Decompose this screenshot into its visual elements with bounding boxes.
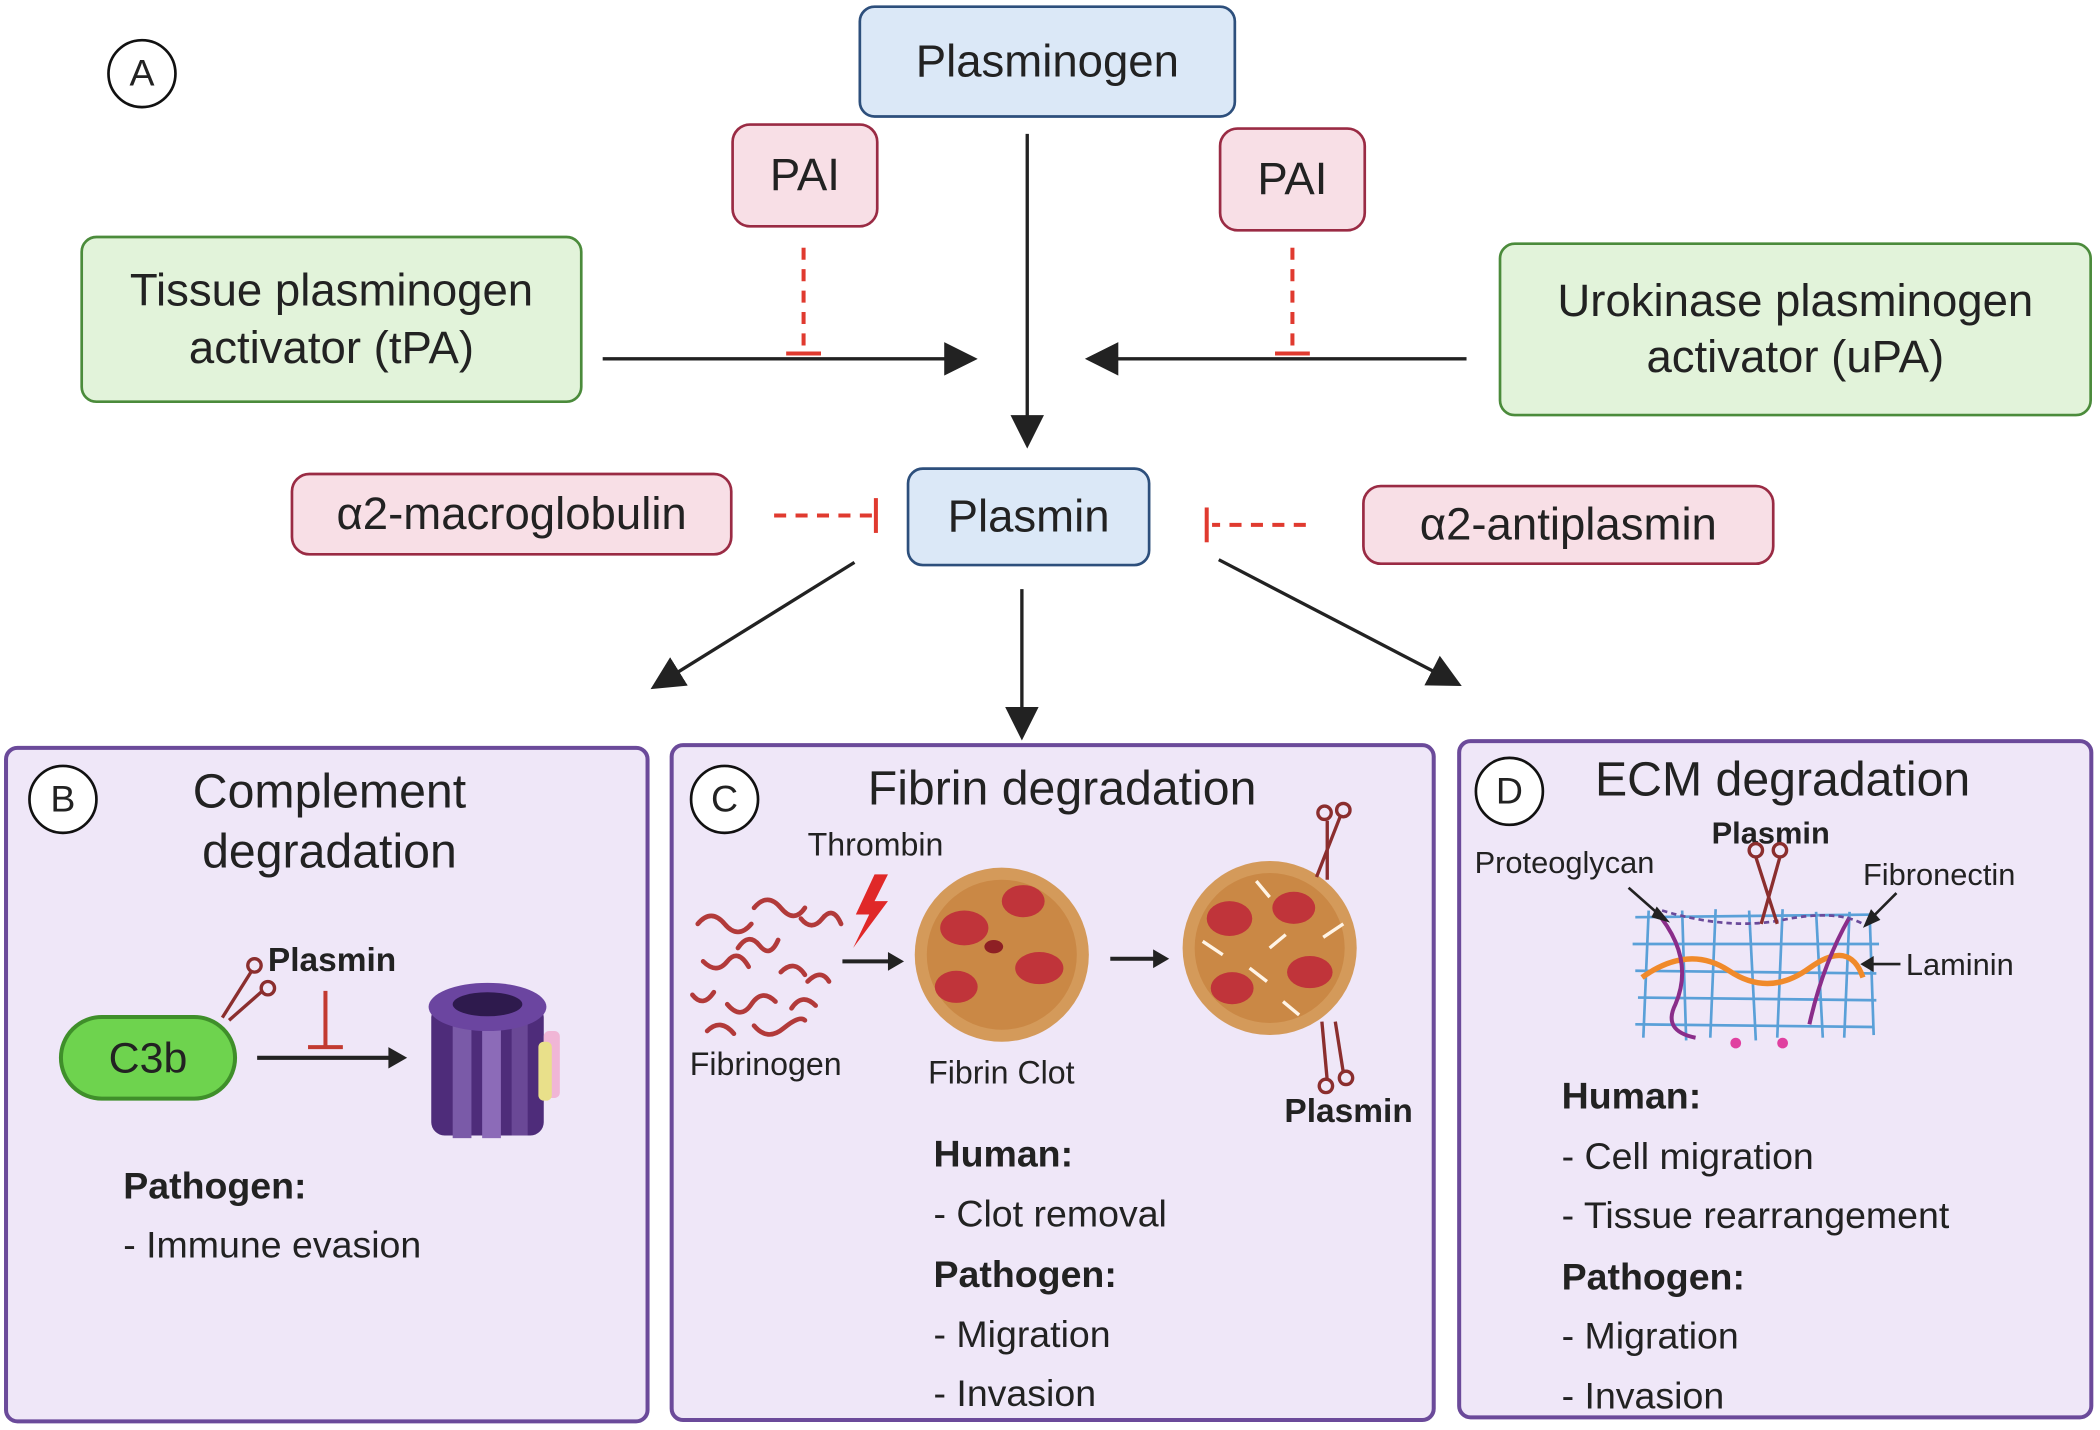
panel-d-title: ECM degradation [1594,751,1971,807]
panel-d-label: D [1474,756,1545,827]
panel-c-pathogen-item: - Migration [933,1313,1111,1356]
panel-b-pathogen-item: - Immune evasion [123,1223,422,1266]
thrombin-label: Thrombin [807,827,944,864]
degraded-clot-icon [1182,860,1357,1036]
panel-d-pathogen-item: - Migration [1561,1314,1739,1357]
lightning-icon [853,874,888,949]
scissors-icon [220,957,277,1022]
panel-b-label: B [28,764,98,835]
panel-d-graphics [1627,841,1901,1049]
panel-b-title-line-1: Complement [192,763,467,819]
panel-b-pathogen-heading: Pathogen: [123,1164,307,1207]
panel-a-label: A [107,38,177,109]
panel-c-label: C [689,764,760,835]
c3b-node: C3b [58,1014,238,1101]
panel-d-plasmin-label: Plasmin [1711,815,1830,851]
panel-b-title-line-2: degradation [202,823,457,879]
panel-b-plasmin-label: Plasmin [267,941,397,979]
panel-c-graphics [690,801,1357,1095]
panel-d-human-item: - Tissue rearrangement [1561,1194,1950,1236]
panel-c-human-heading: Human: [933,1132,1074,1175]
panel-b: B Complement degradation Plasmin C3b [4,745,650,1424]
pai-left-box: PAI [731,123,879,228]
panel-b-graphics [220,957,560,1139]
tpa-box: Tissue plasminogen activator (tPA) [80,235,583,404]
panel-d-pathogen-item: - Invasion [1561,1375,1725,1417]
arrow-to-complement [650,560,856,690]
panel-c: C Fibrin degradation Thrombin [669,743,1436,1423]
pai-right-box: PAI [1218,127,1367,232]
plasminogen-box: Plasminogen [858,5,1237,118]
upa-box: Urokinase plasminogen activator (uPA) [1498,242,2092,417]
tpa-line-1: Tissue plasminogen [129,265,534,317]
scissors-icon [1317,1021,1355,1095]
scissors-icon [1314,801,1352,880]
tpa-line-2: activator (tPA) [188,322,475,373]
scissors-icon [1747,841,1789,925]
fibrinogen-icon [690,897,844,1037]
panel-d-pathogen-heading: Pathogen: [1561,1255,1745,1298]
proteoglycan-label: Proteoglycan [1474,844,1655,880]
fibrin-clot-icon [914,867,1089,1042]
laminin-label: Laminin [1905,946,2014,982]
fibrin-clot-label: Fibrin Clot [928,1055,1075,1092]
panel-c-human-item: - Clot removal [933,1193,1167,1235]
arrow-to-ecm [1217,558,1462,686]
panel-d-human-item: - Cell migration [1561,1135,1814,1177]
upa-line-1: Urokinase plasminogen [1557,275,2034,327]
panel-c-pathogen-heading: Pathogen: [933,1253,1117,1295]
panel-c-plasmin-label: Plasmin [1284,1092,1413,1131]
macroglobulin-box: α2-macroglobulin [290,472,733,556]
plasmin-box: Plasmin [906,467,1151,567]
fibrinogen-label: Fibrinogen [689,1047,842,1084]
complement-pore-icon [428,982,560,1139]
panel-c-title: Fibrin degradation [867,760,1257,816]
upa-line-2: activator (uPA) [1646,332,1945,383]
panel-d: D ECM degradation Plasmin Proteoglycan F… [1457,739,2094,1420]
fibronectin-label: Fibronectin [1862,856,2016,892]
panel-c-pathogen-item: - Invasion [933,1372,1097,1414]
panel-d-human-heading: Human: [1561,1075,1702,1117]
antiplasmin-box: α2-antiplasmin [1362,484,1775,566]
panel-b-title: Complement degradation [129,761,531,882]
